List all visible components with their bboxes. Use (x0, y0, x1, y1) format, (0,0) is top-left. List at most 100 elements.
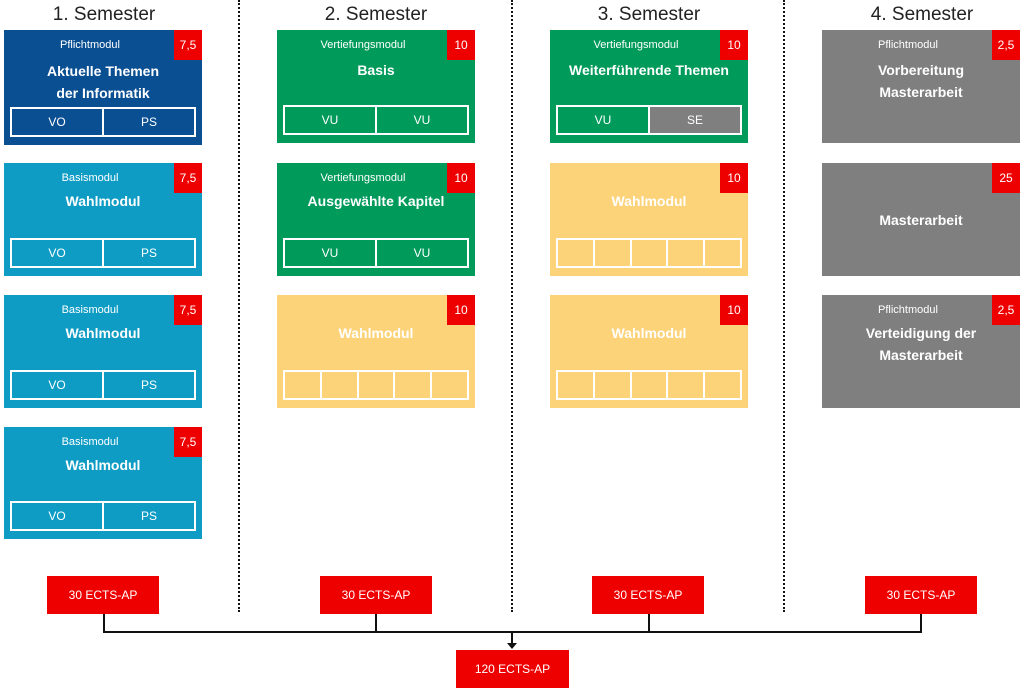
course-cells: VO PS (10, 107, 196, 137)
ects-badge: 10 (720, 295, 748, 325)
module-title: Wahlmodul (65, 325, 141, 341)
ects-badge: 7,5 (174, 163, 202, 193)
course-cells (283, 370, 469, 400)
grand-total: 120 ECTS-AP (456, 650, 569, 688)
semester-4-title: 4. Semester (870, 4, 974, 25)
course-cell (703, 372, 740, 398)
module-weiterfuehrende-themen[interactable]: Vertiefungsmodul Weiterführende Themen 1… (550, 30, 748, 143)
course-cell: VO (48, 509, 66, 523)
course-cell (592, 372, 630, 398)
semester-2-title: 2. Semester (324, 4, 428, 25)
course-cell: VO (48, 378, 66, 392)
semester-2-total: 30 ECTS-AP (320, 576, 432, 614)
course-cell (666, 372, 703, 398)
module-title: Wahlmodul (611, 193, 687, 209)
module-title: Wahlmodul (338, 325, 414, 341)
module-wahlmodul-basis-1[interactable]: Basismodul Wahlmodul 7,5 VO PS (4, 163, 202, 276)
course-cell: VU (375, 240, 467, 266)
module-type: Basismodul (61, 436, 119, 448)
course-cell (319, 372, 357, 398)
module-type: Vertiefungsmodul (320, 39, 406, 51)
module-type: Basismodul (61, 172, 119, 184)
module-wahlmodul-s2[interactable]: Wahlmodul 10 (277, 295, 475, 408)
course-cells: VO PS (10, 501, 196, 531)
connector-line (920, 614, 922, 632)
ects-badge: 7,5 (174, 427, 202, 457)
course-cell (629, 372, 667, 398)
course-cell (558, 240, 593, 266)
course-cell (430, 372, 467, 398)
module-wahlmodul-basis-2[interactable]: Basismodul Wahlmodul 7,5 VO PS (4, 295, 202, 408)
ects-badge: 10 (447, 30, 475, 60)
semester-divider-1 (238, 0, 240, 612)
course-cell: VU (321, 246, 339, 260)
course-cell: PS (102, 109, 194, 135)
semester-1-total: 30 ECTS-AP (47, 576, 159, 614)
module-wahlmodul-s3-2[interactable]: Wahlmodul 10 (550, 295, 748, 408)
course-cells: VO PS (10, 370, 196, 400)
module-type: Pflichtmodul (60, 39, 120, 51)
ects-badge: 25 (992, 163, 1020, 193)
course-cells: VU SE (556, 105, 742, 135)
course-cells: VU VU (283, 238, 469, 268)
connector-line (103, 614, 105, 632)
semester-4-total: 30 ECTS-AP (865, 576, 977, 614)
ects-badge: 7,5 (174, 30, 202, 60)
course-cell: SE (648, 107, 740, 133)
course-cells (556, 238, 742, 268)
module-type: Basismodul (61, 304, 119, 316)
semester-3-title: 3. Semester (597, 4, 701, 25)
connector-line (375, 614, 377, 632)
arrow-head-icon (507, 643, 517, 649)
course-cell: VU (594, 113, 612, 127)
module-title: Weiterführende Themen (569, 62, 729, 78)
connector-line (511, 631, 513, 645)
module-type: Pflichtmodul (878, 39, 938, 51)
module-wahlmodul-s3-1[interactable]: Wahlmodul 10 (550, 163, 748, 276)
course-cells: VU VU (283, 105, 469, 135)
module-title: Basis (357, 62, 395, 78)
ects-badge: 10 (720, 30, 748, 60)
course-cell: VO (48, 115, 66, 129)
course-cells: VO PS (10, 238, 196, 268)
course-cell (356, 372, 394, 398)
module-type: Vertiefungsmodul (593, 39, 679, 51)
module-type: Pflichtmodul (878, 304, 938, 316)
module-title: Masterarbeit (879, 212, 963, 228)
course-cell (703, 240, 740, 266)
course-cell (629, 240, 667, 266)
course-cell: VO (48, 246, 66, 260)
course-cell (285, 372, 320, 398)
ects-badge: 10 (447, 295, 475, 325)
module-title: Ausgewählte Kapitel (307, 193, 445, 209)
ects-badge: 2,5 (992, 30, 1020, 60)
connector-line (648, 614, 650, 632)
semester-3-total: 30 ECTS-AP (592, 576, 704, 614)
ects-badge: 10 (447, 163, 475, 193)
module-title: Wahlmodul (65, 457, 141, 473)
module-masterarbeit[interactable]: Masterarbeit 25 (822, 163, 1020, 276)
module-type: Vertiefungsmodul (320, 172, 406, 184)
ects-badge: 2,5 (992, 295, 1020, 325)
module-vertiefung-basis[interactable]: Vertiefungsmodul Basis 10 VU VU (277, 30, 475, 143)
module-title: Wahlmodul (65, 193, 141, 209)
course-cell: VU (321, 113, 339, 127)
course-cell (592, 240, 630, 266)
course-cell (393, 372, 430, 398)
semester-divider-3 (783, 0, 785, 612)
course-cell (666, 240, 703, 266)
semester-divider-2 (511, 0, 513, 612)
course-cells (556, 370, 742, 400)
course-cell: PS (102, 372, 194, 398)
module-wahlmodul-basis-3[interactable]: Basismodul Wahlmodul 7,5 VO PS (4, 427, 202, 539)
course-cell: VU (375, 107, 467, 133)
module-title: Wahlmodul (611, 325, 687, 341)
ects-badge: 7,5 (174, 295, 202, 325)
module-ausgewaehlte-kapitel[interactable]: Vertiefungsmodul Ausgewählte Kapitel 10 … (277, 163, 475, 276)
